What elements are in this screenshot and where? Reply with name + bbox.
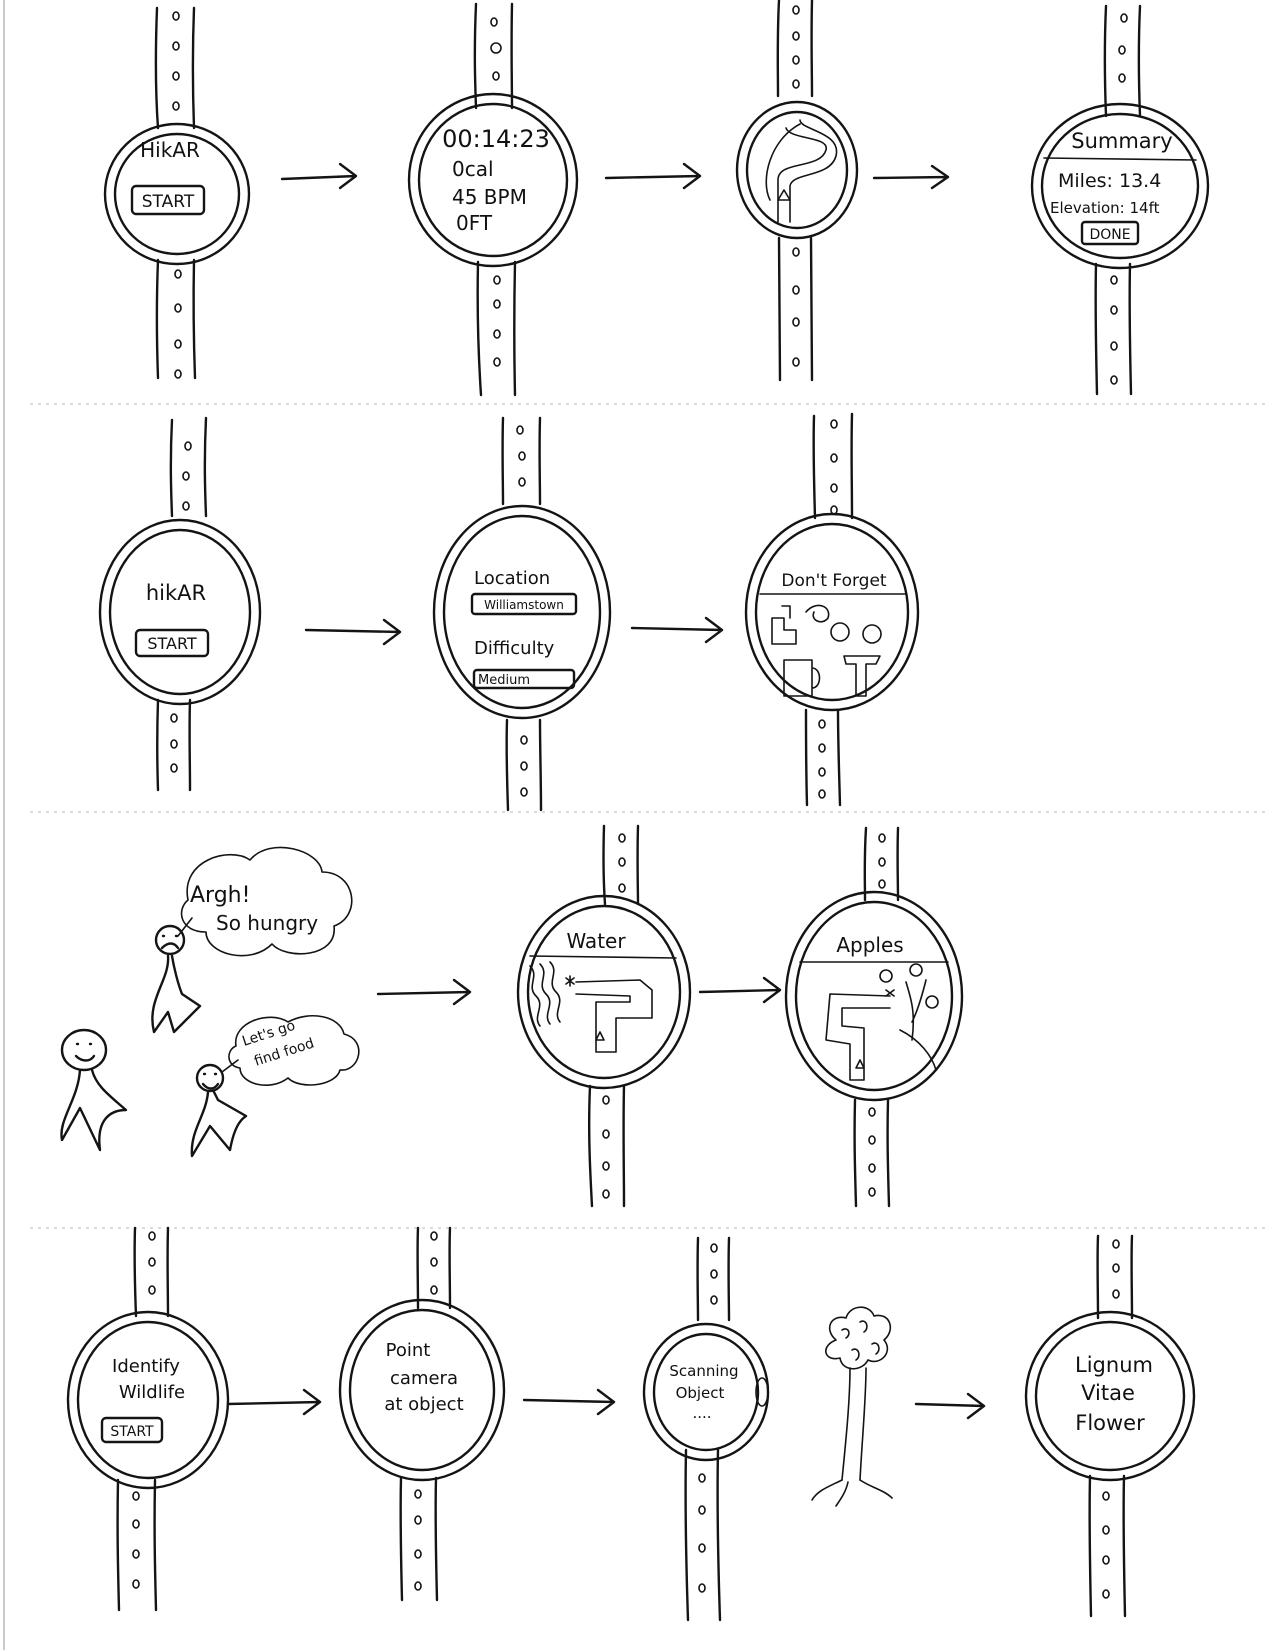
row3-watch2: Apples (786, 828, 962, 1206)
row1-screen4-elevation: Elevation: 14ft (1050, 199, 1160, 217)
row2-screen2-location-value: Williamstown (484, 598, 564, 612)
row1-screen2-elevation: 0FT (456, 211, 493, 235)
row4-screen1-line2: Wildlife (119, 1382, 185, 1403)
row3-arrow-2 (700, 978, 780, 1002)
row4-screen2-line2: camera (390, 1368, 458, 1389)
row1-watch4: Summary Miles: 13.4 Elevation: 14ft DONE (1032, 6, 1208, 394)
row4-screen4-line2: Vitae (1081, 1381, 1135, 1405)
row2-screen3-title: Don't Forget (781, 571, 887, 591)
row2-watch2: Location Williamstown Difficulty Medium (434, 418, 610, 810)
row1-screen1-title: HikAR (140, 138, 200, 162)
row2-watch1: hikAR START (100, 418, 260, 790)
row1-screen4-title: Summary (1071, 129, 1172, 153)
row3-thought1-line1: Argh! (190, 883, 250, 908)
row1-screen4-button-label: DONE (1089, 227, 1130, 243)
row1-screen2-calories: 0cal (452, 157, 494, 181)
row1-screen4-miles: Miles: 13.4 (1058, 170, 1161, 192)
row3-person-right (192, 1065, 246, 1156)
row4-screen4-line3: Flower (1075, 1411, 1145, 1435)
row4-arrow-2 (524, 1390, 614, 1414)
row4-screen3-line1: Scanning (669, 1362, 738, 1380)
row4-watch4: Lignum Vitae Flower (1026, 1236, 1194, 1616)
row4-screen2-line3: at object (384, 1394, 463, 1415)
row4-screen3-line2: Object (676, 1384, 725, 1402)
row4-watch2: Point camera at object (340, 1228, 504, 1600)
row3-thought1-line2: So hungry (216, 911, 318, 935)
row4-tree-sketch (812, 1307, 892, 1506)
row4-screen2-line1: Point (386, 1340, 431, 1361)
row4-arrow-1 (228, 1390, 320, 1414)
row1-arrow-1 (282, 164, 356, 188)
row1-arrow-3 (874, 166, 948, 188)
row2-screen2-difficulty-label: Difficulty (474, 638, 555, 659)
row4-watch1: Identify Wildlife START (68, 1228, 228, 1610)
row1-watch1: HikAR START (105, 8, 249, 378)
row1-watch2: 00:14:23 0cal 45 BPM 0FT (409, 4, 577, 395)
row3-screen2-title: Apples (836, 933, 903, 957)
row3-screen1-title: Water (566, 929, 626, 953)
row3-watch1: Water (518, 826, 690, 1206)
row3-arrow-1 (378, 980, 470, 1004)
row3-person-left (61, 1030, 126, 1150)
row3-hungry-person (152, 926, 200, 1032)
row2-watch3: Don't Forget (746, 414, 918, 805)
row2-screen1-title: hikAR (146, 581, 206, 605)
row2-arrow-2 (632, 618, 722, 642)
row1-screen2-timer: 00:14:23 (442, 125, 550, 153)
row4-screen1-button-label: START (110, 1424, 154, 1440)
row4-screen3-line3: .... (692, 1404, 711, 1422)
row2-screen1-button-label: START (147, 634, 197, 653)
row4-screen1-line1: Identify (112, 1356, 180, 1377)
row1-screen1-button-label: START (142, 192, 195, 212)
row4-arrow-3 (916, 1394, 984, 1418)
row4-screen4-line1: Lignum (1075, 1353, 1153, 1377)
row1-arrow-2 (606, 164, 700, 188)
row2-screen2-difficulty-value: Medium (478, 673, 530, 688)
row2-arrow-1 (306, 620, 400, 644)
row1-screen2-heart-rate: 45 BPM (452, 185, 527, 209)
row4-watch3: Scanning Object .... (644, 1238, 768, 1620)
row1-watch3 (737, 0, 857, 380)
row2-screen2-location-label: Location (474, 568, 550, 589)
